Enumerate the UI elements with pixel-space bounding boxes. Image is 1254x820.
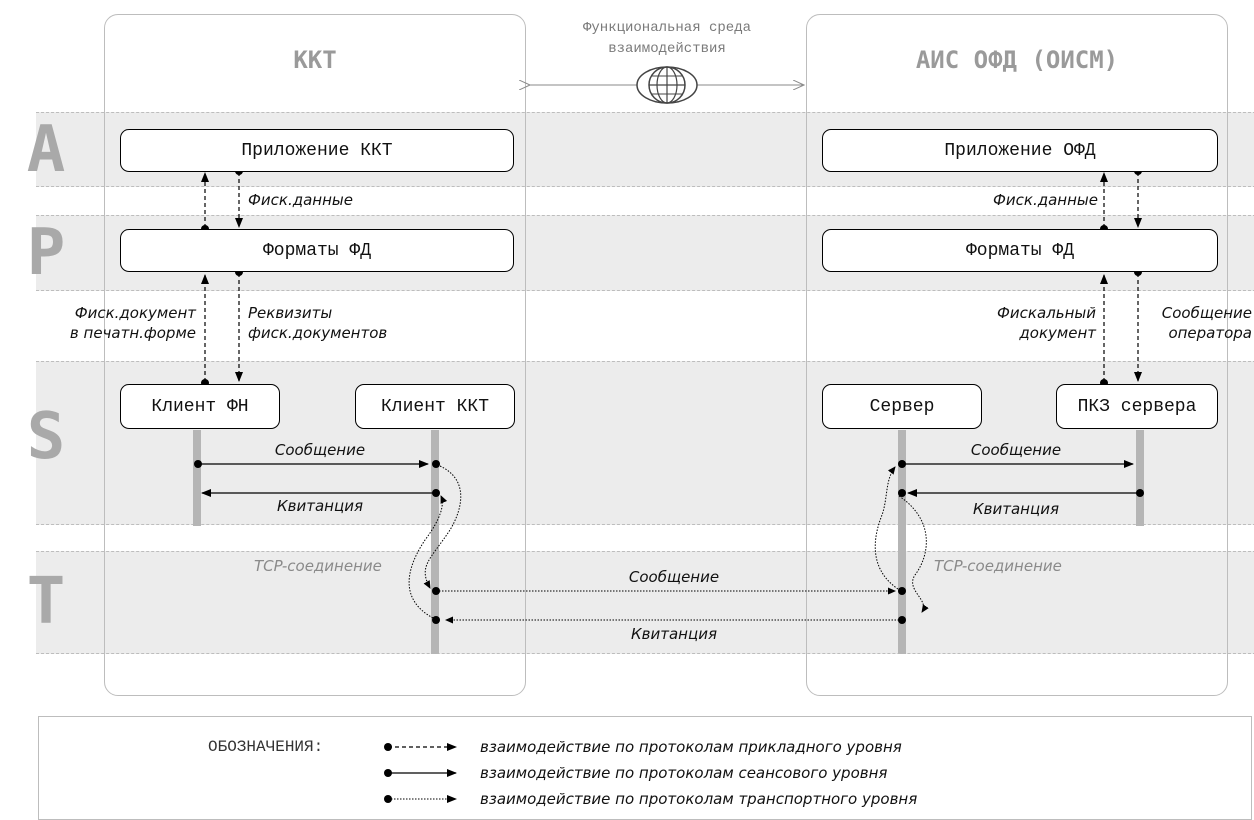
layer-letter-t: T	[26, 565, 66, 639]
lifeline-client-fn	[193, 430, 201, 526]
lifeline-server	[898, 430, 906, 654]
fisc-doc-print-line2: в печатн.форме	[69, 324, 196, 342]
app-arrow-right-down	[1134, 167, 1142, 228]
transport-receipt	[432, 616, 906, 624]
kkt-title: ККТ	[293, 46, 337, 74]
fisc-doc-print-line1: Фиск.документ	[74, 304, 196, 322]
operator-msg-line1: Сообщение	[1161, 304, 1252, 322]
legend-session-arrow	[384, 769, 457, 777]
fiscal-doc-label: Фискальный документ	[930, 303, 1096, 343]
operator-msg-line2: оператора	[1168, 324, 1252, 342]
session-message-right	[898, 460, 1134, 468]
app-kkt-box: Приложение ККТ	[120, 129, 514, 172]
formats-fd-left-box: Форматы ФД	[120, 229, 514, 272]
operator-msg-label: Сообщение оператора	[1144, 303, 1252, 343]
session-message-left	[194, 460, 440, 468]
app-arrow-right-up	[1100, 172, 1108, 233]
kkt-container	[104, 14, 526, 696]
app-arrow-left-down-2	[235, 268, 243, 382]
tcp-left-label: TCP-соединение	[254, 557, 382, 575]
transport-receipt-label: Квитанция	[631, 625, 717, 643]
environment-label-line2: взаимодействия	[608, 41, 726, 57]
session-receipt-right-label: Квитанция	[973, 500, 1059, 518]
layer-letter-a: A	[26, 113, 66, 187]
fisc-data-left-label: Фиск.данные	[248, 191, 353, 209]
app-arrow-left-up	[201, 172, 209, 233]
curve-left-down	[423, 465, 462, 589]
tcp-right-label: TCP-соединение	[934, 557, 1062, 575]
client-fn-box: Клиент ФН	[120, 384, 280, 429]
environment-label-line1: Функциональная среда	[582, 20, 752, 36]
pkz-server-box: ПКЗ сервера	[1056, 384, 1218, 429]
lifeline-client-kkt	[431, 430, 439, 654]
app-arrow-right-up-2	[1100, 274, 1108, 387]
session-message-left-label: Сообщение	[274, 441, 366, 459]
globe-icon	[636, 66, 698, 104]
server-box: Сервер	[822, 384, 982, 429]
layer-letter-p: P	[26, 216, 66, 290]
session-receipt-left-label: Квитанция	[277, 497, 363, 515]
fiscal-doc-line1: Фискальный	[997, 304, 1096, 322]
legend-item-session: взаимодействие по протоколам сеансового …	[480, 764, 888, 782]
ofd-container	[806, 14, 1228, 696]
fisc-data-right-label: Фиск.данные	[993, 191, 1098, 209]
legend-application-arrow	[384, 743, 457, 751]
environment-label: Функциональная среда взаимодействия	[536, 18, 798, 60]
session-receipt-right	[898, 489, 1144, 497]
layer-letter-s: S	[26, 400, 66, 474]
curve-right-up	[874, 466, 899, 590]
transport-message	[432, 587, 906, 595]
legend-item-application: взаимодействие по протоколам прикладного…	[480, 738, 902, 756]
layer-band-transport	[36, 551, 1254, 654]
curve-right-down	[898, 495, 929, 613]
app-arrow-left-down	[235, 167, 243, 228]
curve-left-up	[408, 495, 448, 619]
lifeline-pkz	[1136, 430, 1144, 526]
fisc-doc-print-label: Фиск.документ в печатн.форме	[30, 303, 196, 343]
app-ofd-box: Приложение ОФД	[822, 129, 1218, 172]
client-kkt-box: Клиент ККТ	[355, 384, 515, 429]
app-arrow-left-up-2	[201, 274, 209, 387]
requisites-label: Реквизиты фиск.документов	[248, 303, 387, 343]
legend-transport-arrow	[384, 795, 457, 803]
legend-item-transport: взаимодействие по протоколам транспортно…	[480, 790, 918, 808]
legend-title: ОБОЗНАЧЕНИЯ:	[208, 738, 324, 756]
formats-fd-right-box: Форматы ФД	[822, 229, 1218, 272]
requisites-line2: фиск.документов	[248, 324, 388, 342]
fiscal-doc-line2: документ	[1019, 324, 1096, 342]
session-receipt-left	[201, 489, 440, 497]
app-arrow-right-down-2	[1134, 268, 1142, 382]
transport-message-label: Сообщение	[628, 568, 720, 586]
ofd-title: АИС ОФД (ОИСМ)	[915, 46, 1119, 74]
session-message-right-label: Сообщение	[970, 441, 1062, 459]
requisites-line1: Реквизиты	[248, 304, 333, 322]
